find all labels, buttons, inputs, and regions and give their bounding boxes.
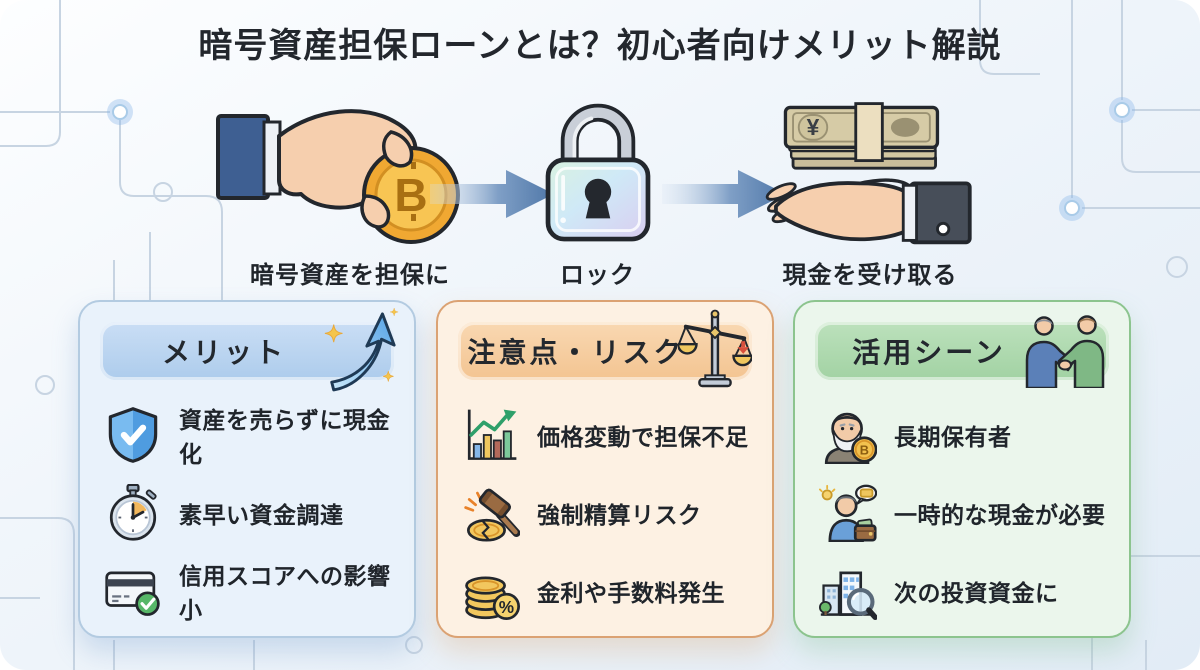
- card-title: 注意点・リスク: [467, 337, 685, 368]
- item-label: 信用スコアへの影響小: [179, 563, 391, 623]
- flow-step-collateral: B 暗号資産を担保に: [200, 96, 500, 290]
- svg-text:B: B: [860, 443, 869, 457]
- flow-arrow-icon: [662, 170, 786, 218]
- card-merit: メリット: [78, 300, 416, 638]
- card-header: 注意点・リスク: [458, 309, 752, 388]
- item-label: 素早い資金調達: [179, 502, 344, 528]
- flow-arrow-icon: [430, 170, 554, 218]
- gavel-broken-coin-icon: [462, 484, 520, 542]
- long-term-holder-icon: B: [819, 406, 877, 464]
- flow-step-label: 現金を受け取る: [782, 262, 958, 289]
- flow-step-label: 暗号資産を担保に: [250, 262, 450, 289]
- page-title: 暗号資産担保ローンとは？初心者向けメリット解説: [198, 27, 1002, 65]
- item-label: 価格変動で担保不足: [537, 424, 749, 450]
- card-items: 価格変動で担保不足: [462, 396, 758, 630]
- flow-step-cash: ¥ 現金を受け取る: [755, 96, 985, 290]
- circuit-node-glow: [107, 97, 1135, 221]
- svg-text:B: B: [394, 169, 427, 221]
- flow-step-lock: ロック: [475, 96, 720, 290]
- card-risk: 注意点・リスク: [436, 300, 774, 638]
- card-header: メリット: [100, 307, 399, 392]
- card-title: メリット: [161, 337, 286, 368]
- item-label: 長期保有者: [894, 424, 1012, 450]
- coins-percent-icon: %: [462, 562, 520, 620]
- item-label: 強制精算リスク: [537, 502, 702, 528]
- item-label: 一時的な現金が必要: [894, 502, 1106, 528]
- person-wallet-icon: [819, 484, 877, 542]
- item-label: 金利や手数料発生: [537, 580, 725, 606]
- building-search-icon: [819, 562, 877, 620]
- rising-arrow-icon: [324, 307, 399, 392]
- shield-check-icon: [104, 406, 162, 464]
- card-title: 活用シーン: [852, 337, 1006, 368]
- cash-on-hand-icon: ¥: [765, 102, 972, 245]
- card-use: 活用シーン: [793, 300, 1131, 638]
- svg-text:%: %: [499, 597, 514, 617]
- hand-holding-bitcoin-icon: B: [216, 109, 460, 244]
- list-item: % 金利や手数料発生: [462, 552, 758, 630]
- stopwatch-icon: [104, 484, 162, 542]
- card-items: 資産を売らずに現金化: [104, 396, 400, 630]
- list-item: B 長期保有者: [819, 396, 1115, 474]
- credit-card-check-icon: [104, 562, 162, 620]
- list-item: 次の投資資金に: [819, 552, 1115, 630]
- list-item: 価格変動で担保不足: [462, 396, 758, 474]
- flow-step-label: ロック: [560, 262, 635, 289]
- list-item: 一時的な現金が必要: [819, 474, 1115, 552]
- chart-up-icon: [462, 406, 520, 464]
- card-items: B 長期保有者: [819, 396, 1115, 630]
- item-label: 資産を売らずに現金化: [179, 407, 391, 467]
- item-label: 次の投資資金に: [894, 580, 1059, 606]
- card-header: 活用シーン: [815, 315, 1109, 388]
- svg-text:¥: ¥: [807, 114, 820, 140]
- list-item: 資産を売らずに現金化: [104, 396, 400, 474]
- list-item: 素早い資金調達: [104, 474, 400, 552]
- list-item: 信用スコアへの影響小: [104, 552, 400, 630]
- list-item: 強制精算リスク: [462, 474, 758, 552]
- padlock-icon: [545, 103, 650, 242]
- balance-scale-icon: [678, 309, 752, 388]
- handshake-icon: [1025, 315, 1105, 388]
